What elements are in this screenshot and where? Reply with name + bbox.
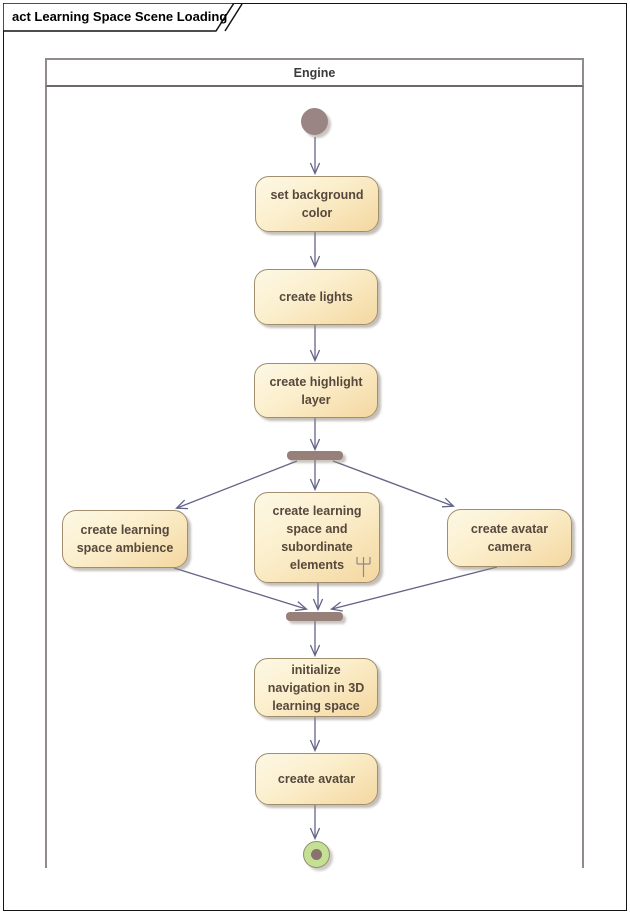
action-create-avatar-camera[interactable]: create avatar camera: [447, 509, 572, 567]
action-label: create avatar camera: [470, 522, 549, 554]
initial-node[interactable]: [301, 108, 328, 135]
partition-body-engine: [45, 87, 584, 868]
rake-icon: [356, 557, 371, 577]
partition-name: Engine: [293, 65, 336, 80]
action-label: create highlight layer: [269, 374, 363, 407]
action-create-lights[interactable]: create lights: [254, 269, 378, 325]
diagram-frame: [3, 3, 627, 911]
diagram-title: act Learning Space Scene Loading: [12, 9, 228, 24]
action-label: initialize navigation in 3D learning spa…: [267, 662, 365, 713]
action-label: create learning space and subordinate el…: [272, 503, 362, 572]
action-initialize-navigation-in-3d-learning-space[interactable]: initialize navigation in 3D learning spa…: [254, 658, 378, 717]
final-node-dot: [311, 849, 322, 860]
action-label: create learning space ambience: [76, 523, 174, 555]
action-set-background-color[interactable]: set background color: [255, 176, 379, 232]
action-create-learning-space-ambience[interactable]: create learning space ambience: [62, 510, 188, 568]
action-label: create lights: [279, 290, 353, 304]
action-create-highlight-layer[interactable]: create highlight layer: [254, 363, 378, 418]
activity-final-node[interactable]: [303, 841, 330, 868]
action-create-avatar[interactable]: create avatar: [255, 753, 378, 805]
partition-header-engine[interactable]: Engine: [45, 58, 584, 87]
action-label: set background color: [270, 188, 364, 220]
join-bar[interactable]: [286, 612, 343, 621]
action-label: create avatar: [277, 772, 356, 786]
fork-bar[interactable]: [287, 451, 343, 460]
action-create-learning-space-and-subordinate-elements[interactable]: create learning space and subordinate el…: [254, 492, 380, 583]
